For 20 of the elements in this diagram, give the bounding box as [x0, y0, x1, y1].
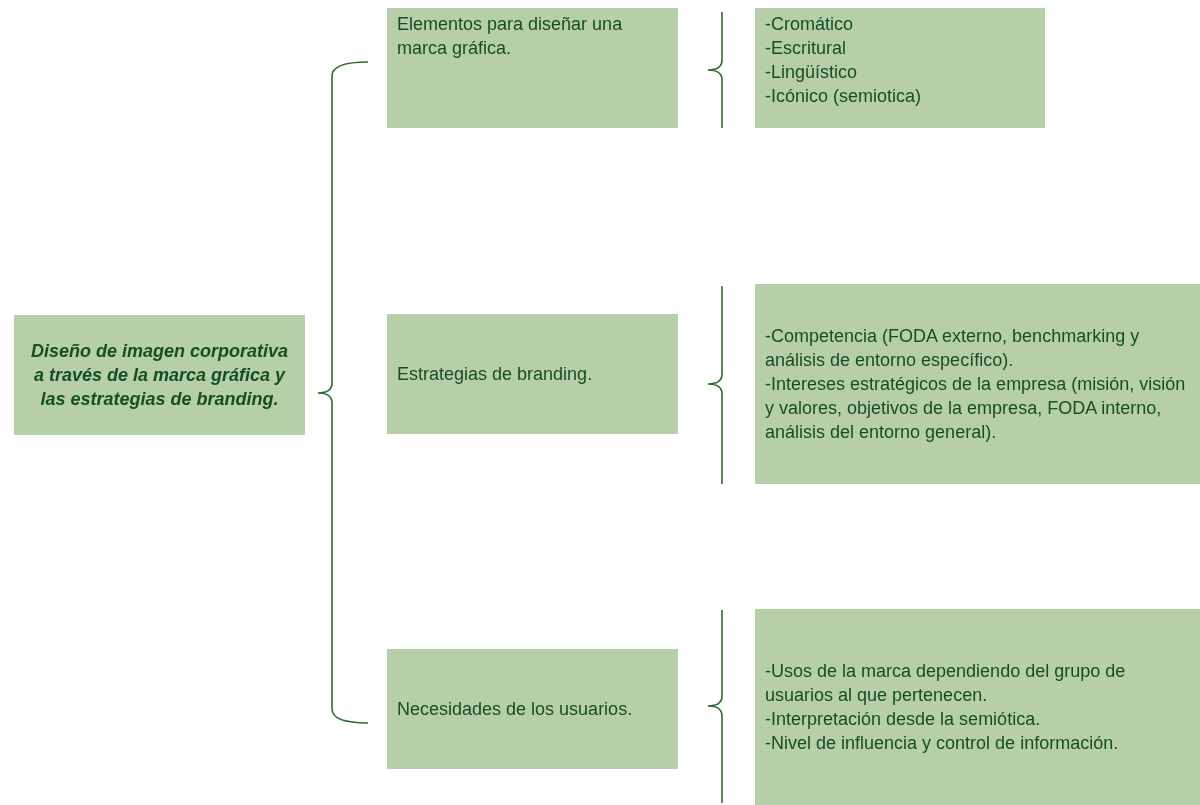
concept-text: -Escritural — [765, 37, 847, 60]
concept-text: -Intereses estratégicos de la empresa (misión, visión y valores, objetivos de la empresa, FODA interno, análisis del entorno general). — [765, 373, 1187, 444]
concept-text: -Competencia (FODA externo, benchmarking y análisis de entorno específico). — [765, 325, 1141, 372]
topic-box — [14, 315, 305, 435]
concept-text: Estrategias de branding. — [397, 363, 594, 386]
concept-text: -Cromático — [765, 13, 854, 36]
concept-box — [755, 284, 1200, 484]
concept-text: -Nivel de influencia y control de información. — [765, 732, 1120, 755]
concept-text: -Usos de la marca dependiendo del grupo de usuarios al que pertenecen. — [765, 660, 1127, 707]
topic-text: Diseño de imagen corporativa a través de la marca gráfica y las estrategias de branding. — [29, 340, 290, 411]
concept-box — [387, 8, 678, 128]
concept-box — [755, 609, 1200, 805]
concept-text: Elementos para diseñar una marca gráfica. — [397, 13, 624, 60]
concept-text: -Icónico (semiotica) — [765, 85, 923, 108]
concept-text: Necesidades de los usuarios. — [397, 698, 634, 721]
concept-box — [387, 649, 678, 769]
concept-text: -Interpretación desde la semiótica. — [765, 708, 1042, 731]
concept-box — [387, 314, 678, 434]
concept-box — [755, 8, 1045, 128]
concept-text: -Lingüístico — [765, 61, 859, 84]
